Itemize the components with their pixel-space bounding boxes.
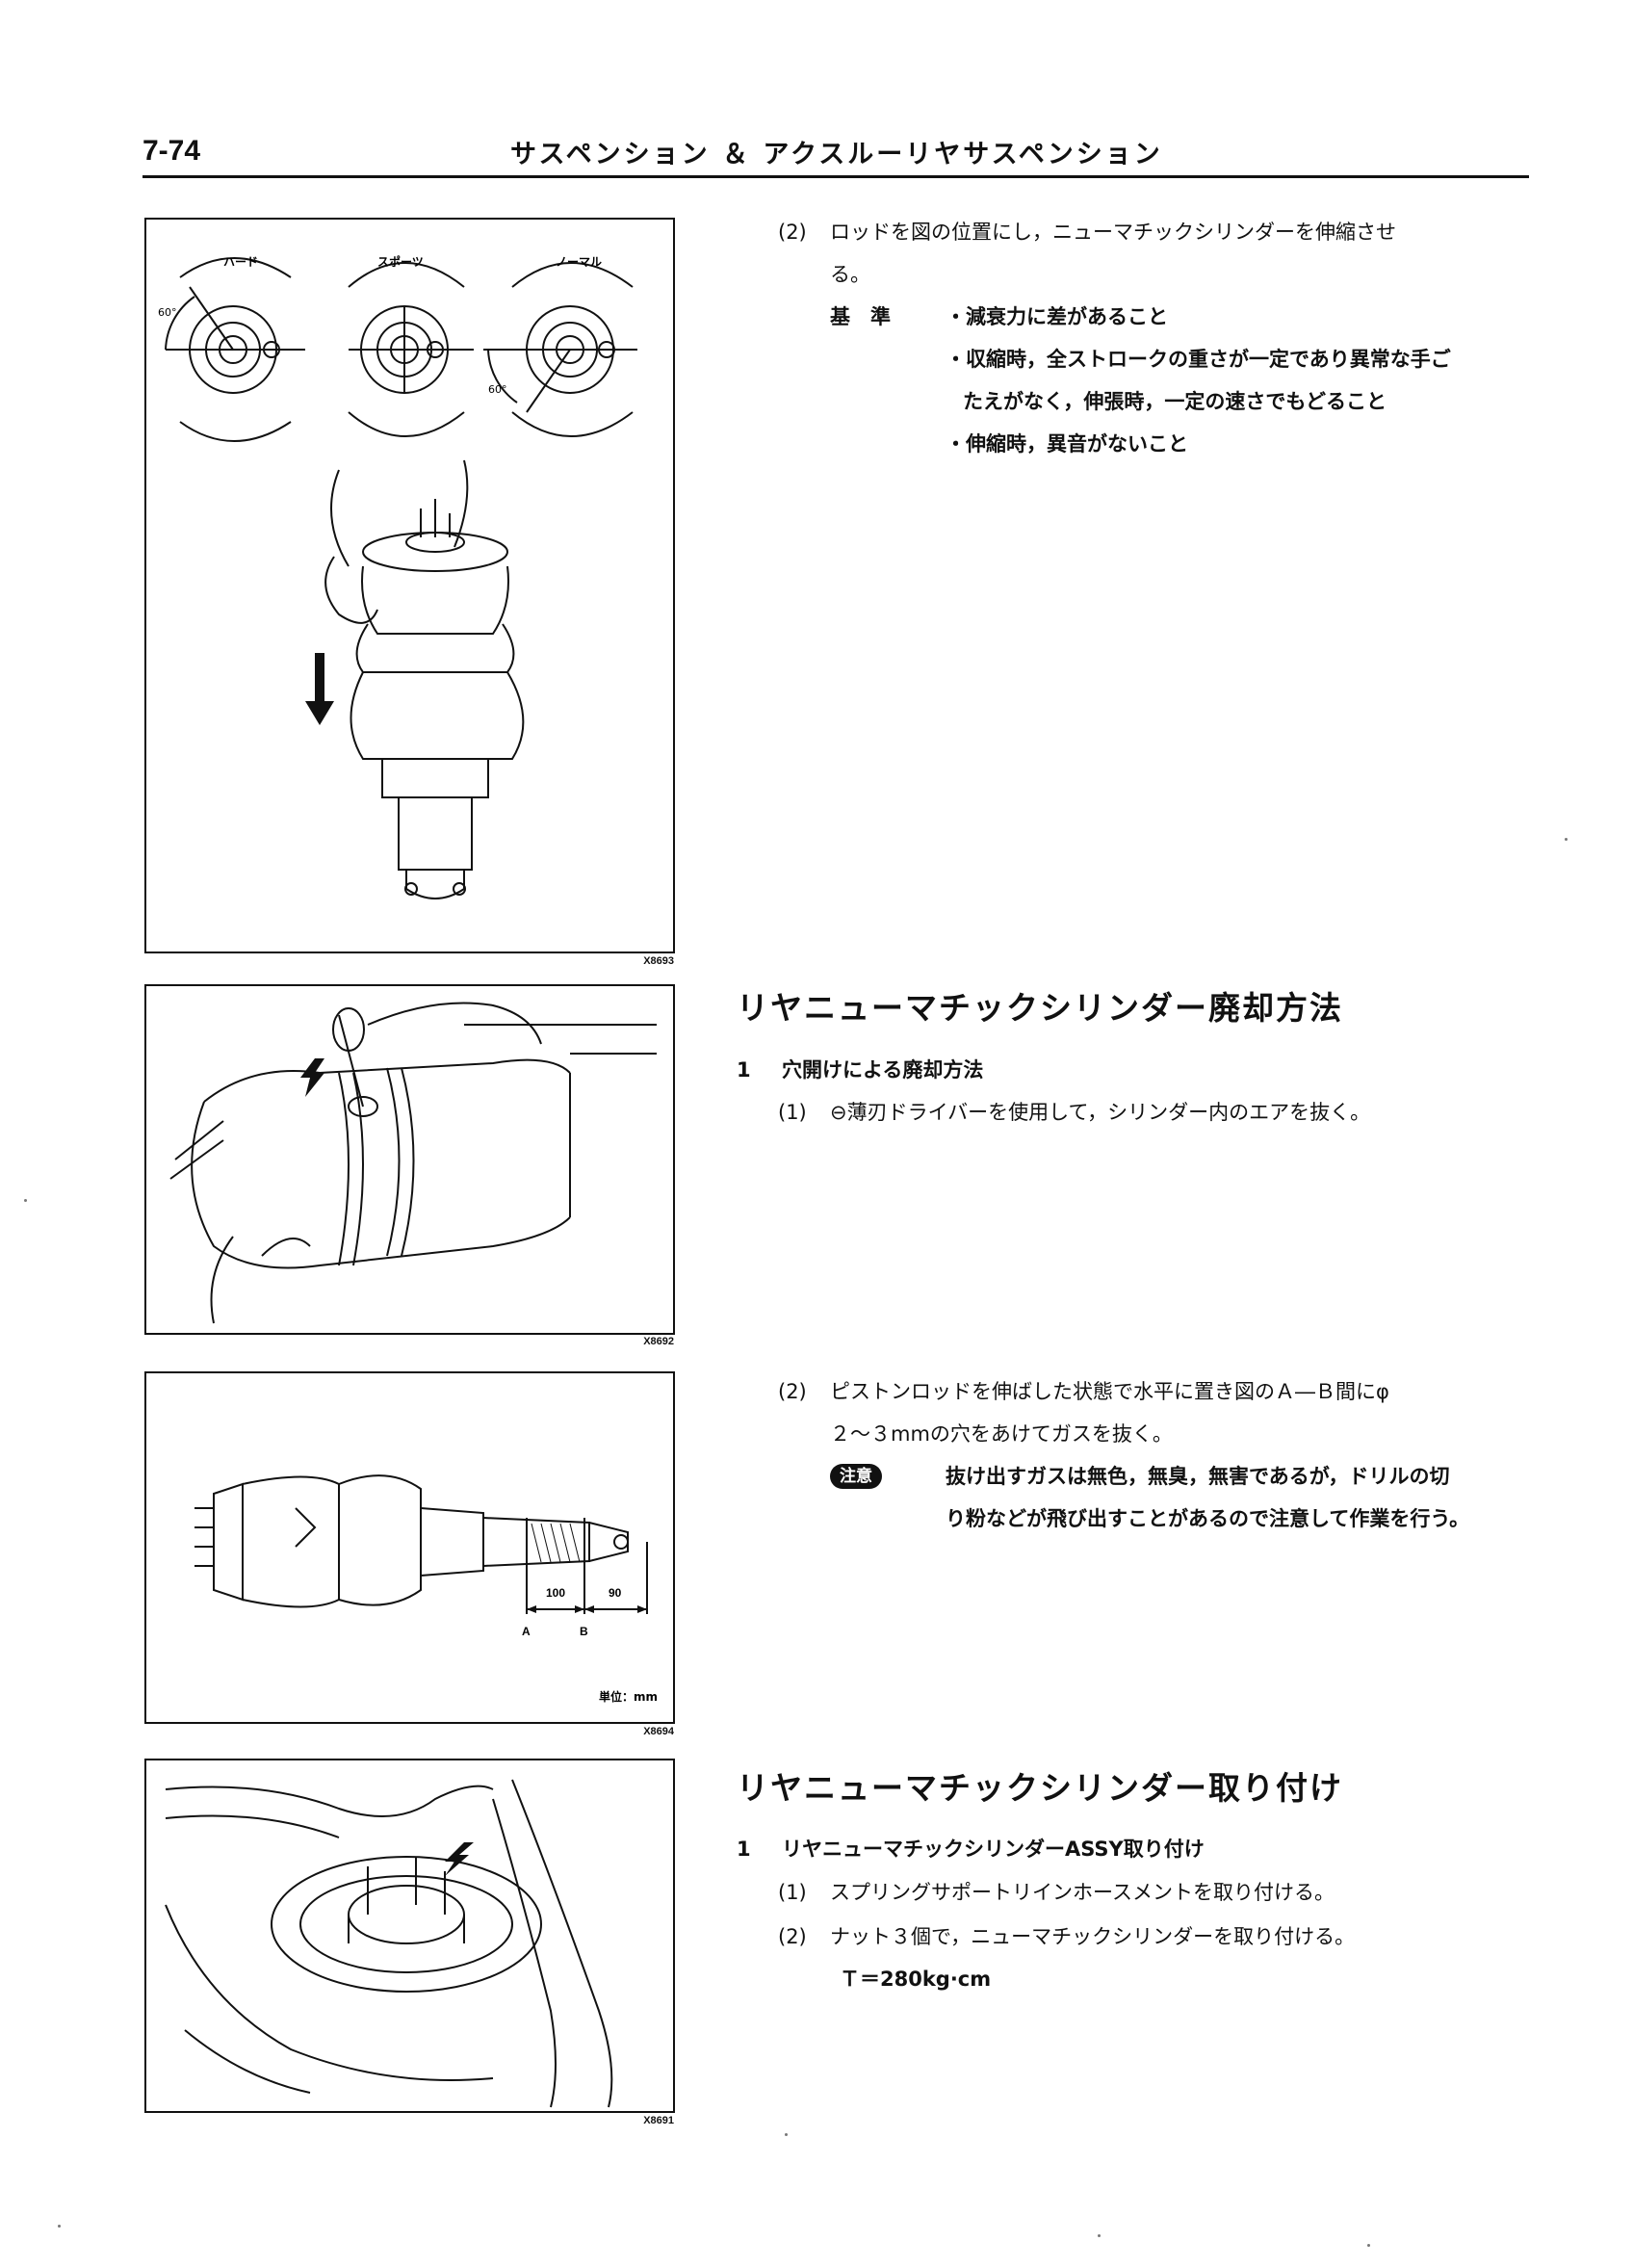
section-title-disposal: リヤニューマチックシリンダー廃却方法 xyxy=(737,989,1343,1027)
torque-spec: Ｔ＝280kg·cm xyxy=(840,1968,992,1991)
page-number: 7-74 xyxy=(143,135,201,167)
step-text: スプリングサポートリインホースメントを取り付ける。 xyxy=(830,1881,1335,1904)
criteria-item-continued: たえがなく，伸張時，一定の速さでもどること xyxy=(963,390,1387,413)
dimension-100: 100 xyxy=(546,1586,565,1600)
caution-label: 注意 xyxy=(830,1464,882,1489)
step-text: ナット３個で，ニューマチックシリンダーを取り付ける。 xyxy=(830,1925,1356,1948)
label-angle-hard: 60° xyxy=(158,306,177,319)
figure-cylinder-installation xyxy=(144,1759,675,2113)
figure-rod-positions: ハード スポーツ ノーマル 60° 60° xyxy=(144,218,675,953)
label-a: A xyxy=(522,1625,531,1638)
criteria-item: ・収縮時，全ストロークの重さが一定であり異常な手ご xyxy=(946,348,1451,371)
rod-position-illustration: ハード スポーツ ノーマル 60° 60° xyxy=(158,254,637,899)
criteria-item: ・伸縮時，異音がないこと xyxy=(946,432,1188,456)
step-text: ピストンロッドを伸ばした状態で水平に置き図のＡ―Ｂ間にφ xyxy=(830,1380,1389,1403)
step-text: ⊖薄刃ドライバーを使用して，シリンダー内のエアを抜く。 xyxy=(830,1101,1371,1124)
step-text-continued: る。 xyxy=(830,263,870,286)
section-title-installation: リヤニューマチックシリンダー取り付け xyxy=(737,1769,1343,1807)
step-text-continued: ２～３mmの穴をあけてガスを抜く。 xyxy=(830,1422,1173,1446)
step-number: (1) xyxy=(778,1881,807,1904)
drill-position-illustration: 100 90 A B 単位：mm xyxy=(194,1474,658,1704)
scan-speck xyxy=(24,1199,27,1202)
subsection-number: 1 xyxy=(737,1838,751,1861)
unit-label: 単位：mm xyxy=(599,1689,658,1704)
step-text: ロッドを図の位置にし，ニューマチックシリンダーを伸縮させ xyxy=(830,221,1396,244)
caution-badge: 注意 xyxy=(830,1464,882,1489)
header-rule xyxy=(143,175,1529,178)
cylinder-installation-illustration xyxy=(165,1779,613,2108)
criteria-label: 基 準 xyxy=(830,305,891,328)
air-release-illustration xyxy=(169,1002,657,1324)
dimension-90: 90 xyxy=(609,1586,622,1600)
figure-id: X8694 xyxy=(643,1726,674,1737)
criteria-item: ・減衰力に差があること xyxy=(946,305,1168,328)
step-number: (2) xyxy=(778,1925,807,1948)
page-header-title: サスペンション ＆ アクスルーリヤサスペンション xyxy=(510,140,1163,169)
label-normal: ノーマル xyxy=(556,255,602,269)
figure-id: X8693 xyxy=(643,955,674,967)
figure-air-release xyxy=(144,984,675,1335)
subsection-number: 1 xyxy=(737,1058,751,1082)
figure-id: X8692 xyxy=(643,1336,674,1347)
scan-speck xyxy=(1565,838,1568,841)
scan-speck xyxy=(1098,2234,1101,2237)
scan-speck xyxy=(785,2133,788,2136)
figure-id: X8691 xyxy=(643,2115,674,2126)
label-sports: スポーツ xyxy=(377,254,424,269)
caution-text: 抜け出すガスは無色，無臭，無害であるが，ドリルの切 xyxy=(946,1465,1450,1488)
subsection-title: リヤニューマチックシリンダーASSY取り付け xyxy=(782,1838,1205,1861)
label-hard: ハード xyxy=(223,255,258,269)
figure-drill-position: 100 90 A B 単位：mm xyxy=(144,1371,675,1724)
label-b: B xyxy=(580,1625,588,1638)
scan-speck xyxy=(58,2225,61,2228)
label-angle-normal: 60° xyxy=(488,383,507,396)
caution-text-continued: り粉などが飛び出すことがあるので注意して作業を行う。 xyxy=(946,1507,1470,1530)
step-number: (2) xyxy=(778,221,807,244)
subsection-title: 穴開けによる廃却方法 xyxy=(782,1058,984,1082)
step-number: (1) xyxy=(778,1101,807,1124)
step-number: (2) xyxy=(778,1380,807,1403)
scan-speck xyxy=(1367,2244,1370,2247)
